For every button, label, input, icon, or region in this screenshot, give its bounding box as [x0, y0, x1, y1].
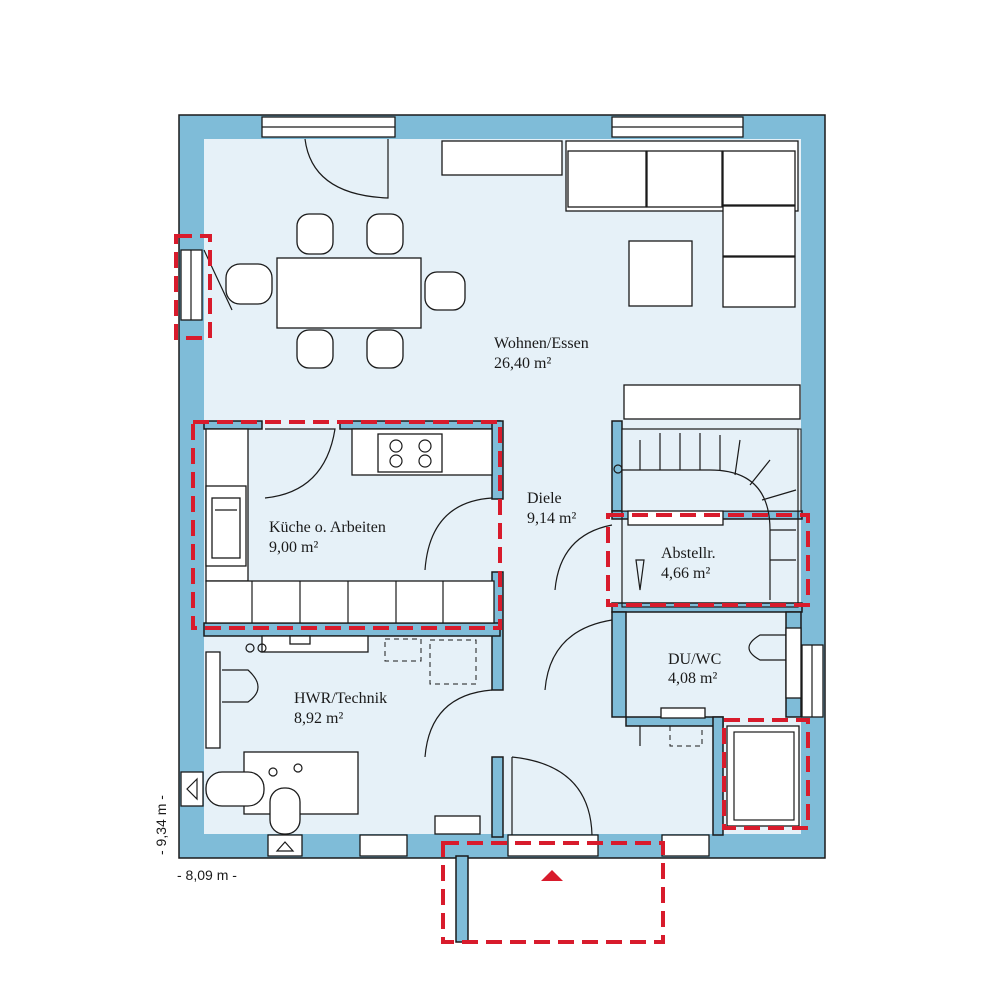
room-hwr-area: 8,92 m² — [294, 710, 343, 727]
window-bottom-right — [661, 834, 710, 857]
entrance — [455, 834, 599, 943]
door-swings — [264, 138, 613, 836]
window-top-left — [261, 116, 396, 138]
dimension-depth: - 9,34 m - — [153, 795, 169, 855]
kitchen-counter-top — [351, 428, 493, 476]
sofa — [565, 140, 799, 308]
room-wohnen-area: 26,40 m² — [494, 355, 551, 372]
vent-left — [180, 771, 204, 807]
room-wohnen-name: Wohnen/Essen — [494, 335, 589, 352]
window-top-right — [611, 116, 744, 138]
kitchen-counter-bottom — [205, 580, 495, 624]
room-hwr-name: HWR/Technik — [294, 690, 387, 707]
dining-chairs — [225, 213, 466, 369]
room-diele-area: 9,14 m² — [527, 510, 576, 527]
dining-table — [276, 257, 422, 329]
dimension-width: - 8,09 m - — [177, 867, 237, 883]
hwr-fixtures — [205, 635, 481, 835]
kitchen-counter-left — [205, 428, 249, 582]
room-kueche-area: 9,00 m² — [269, 539, 318, 556]
room-diele-name: Diele — [527, 490, 562, 507]
vent-bottom — [267, 834, 303, 857]
entrance-arrow — [541, 870, 563, 881]
room-duwc-area: 4,08 m² — [668, 670, 717, 687]
window-bottom-left — [359, 834, 408, 857]
bathroom-fixtures — [639, 627, 802, 827]
sideboard — [441, 140, 563, 176]
window-right — [801, 644, 824, 718]
room-kueche-name: Küche o. Arbeiten — [269, 519, 386, 536]
room-abstell-area: 4,66 m² — [661, 565, 710, 582]
room-abstell-name: Abstellr. — [661, 545, 716, 562]
highlights — [174, 234, 810, 944]
room-duwc-name: DU/WC — [668, 651, 721, 668]
coffee-table — [628, 240, 693, 307]
tv-bench — [623, 384, 801, 420]
